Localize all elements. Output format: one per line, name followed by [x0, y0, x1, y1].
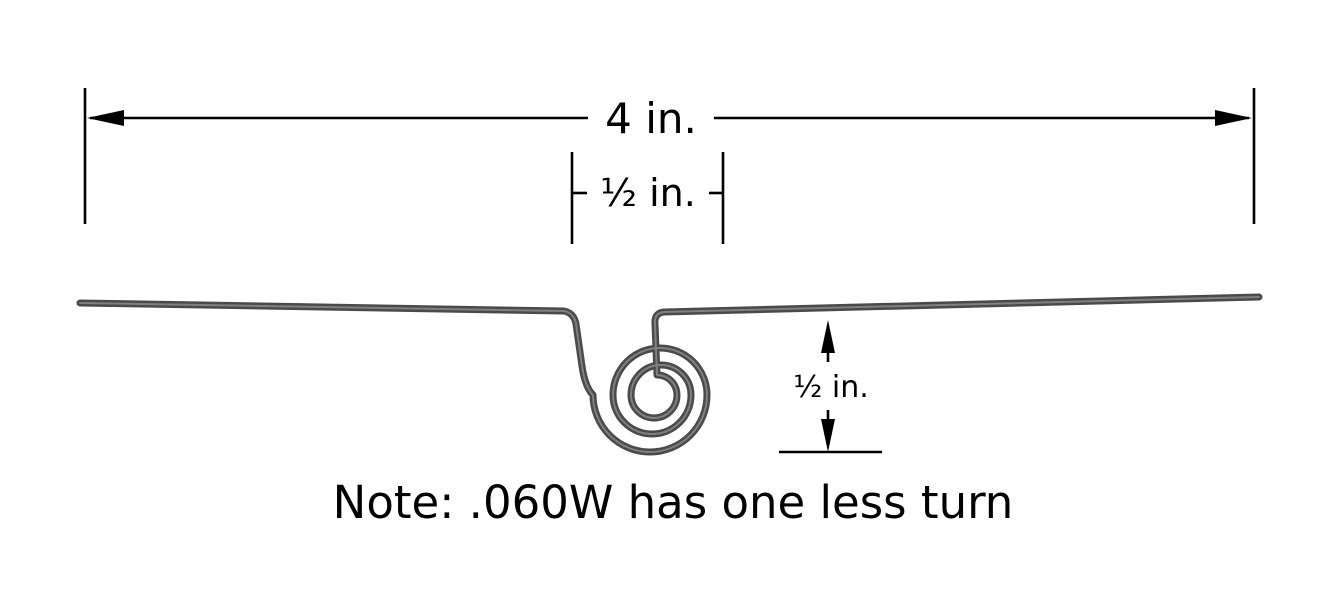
- coil-depth-label: ½ in.: [793, 370, 869, 405]
- arrow-right-icon: [1215, 110, 1252, 126]
- overall-width-label: 4 in.: [605, 94, 697, 143]
- coil-width-dimension: ½ in.: [570, 152, 725, 244]
- filament-wire: [76, 293, 1263, 456]
- overall-width-dimension: 4 in.: [83, 88, 1256, 224]
- note-text: Note: .060W has one less turn: [333, 476, 1014, 529]
- arrow-down-icon: [821, 419, 835, 452]
- coil-width-label: ½ in.: [600, 171, 696, 215]
- wire-body: [76, 293, 1263, 456]
- coil-depth-dimension: ½ in.: [779, 320, 882, 454]
- wire-highlight: [79, 296, 1260, 453]
- arrow-up-icon: [821, 320, 835, 353]
- arrow-left-icon: [87, 110, 124, 126]
